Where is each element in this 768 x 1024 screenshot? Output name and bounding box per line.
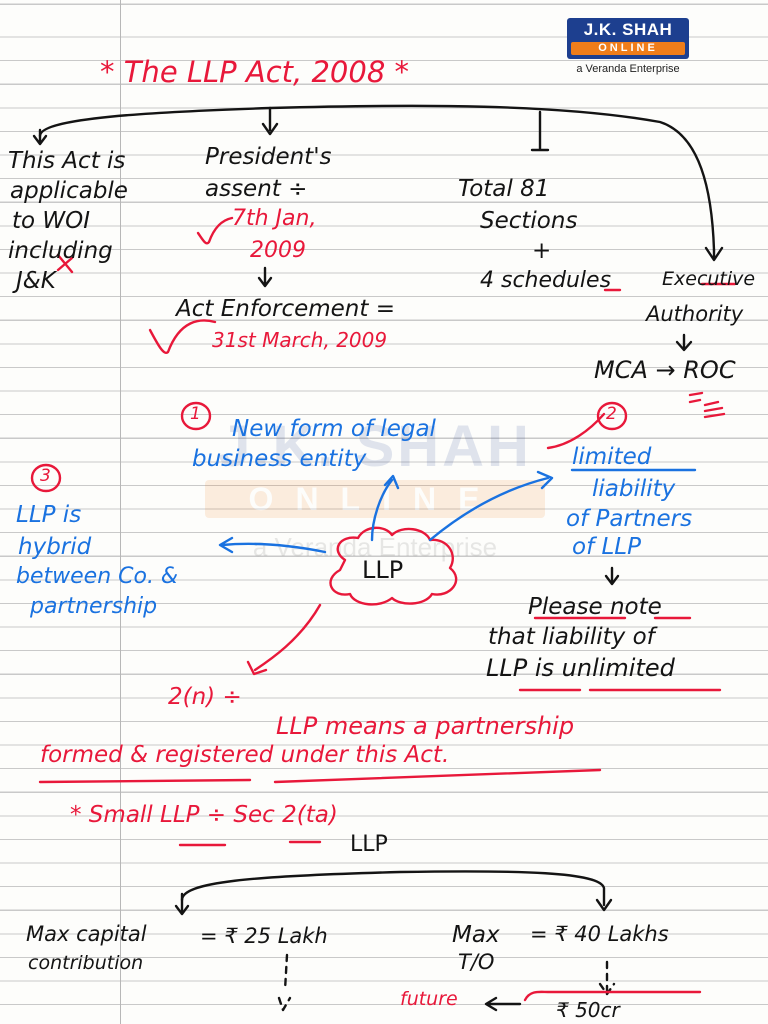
note-line-3: LLP is unlimited	[486, 654, 675, 682]
assent-date-1: 7th Jan,	[232, 206, 317, 231]
sections-line-4: 4 schedules	[480, 268, 612, 293]
small-llp-heading: * Small LLP ÷ Sec 2(ta)	[70, 802, 338, 828]
note-title: * The LLP Act, 2008 *	[100, 55, 410, 89]
enforcement-label: Act Enforcement =	[176, 296, 395, 322]
future-label: future	[400, 988, 458, 1010]
point-2-line-4: of LLP	[572, 534, 641, 560]
point-1-line-2: business entity	[192, 446, 367, 472]
logo-tagline: a Veranda Enterprise	[576, 63, 680, 76]
small-llp-sub: LLP	[350, 832, 388, 857]
definition-label: 2(n) ÷	[168, 684, 242, 710]
point-3-line-2: hybrid	[18, 534, 92, 560]
sections-line-2: Sections	[480, 208, 578, 234]
applicable-line-1: This Act is	[8, 148, 126, 174]
margin-line	[120, 0, 122, 1024]
point-3-line-4: partnership	[30, 594, 158, 619]
point-2-line-3: of Partners	[566, 506, 693, 532]
point-2-line-1: limited	[572, 444, 652, 470]
applicable-line-5: J&K	[16, 268, 56, 294]
point-2-number: 2	[606, 404, 617, 424]
assent-line-2: assent ÷	[205, 176, 308, 202]
note-line-2: that liability of	[488, 624, 655, 650]
max-to-line-1: Max	[452, 922, 500, 948]
llp-center: LLP	[362, 556, 404, 584]
sections-line-1: Total 81	[458, 176, 550, 202]
authority-line-2: Authority	[646, 302, 744, 326]
capital-value: = ₹ 25 Lakh	[200, 924, 328, 948]
enforcement-date: 31st March, 2009	[212, 328, 388, 352]
logo-bottom-text: ONLINE	[571, 41, 685, 56]
point-1-line-1: New form of legal	[232, 416, 436, 442]
jk-shah-logo: J.K. SHAH ONLINE a Veranda Enterprise	[567, 18, 689, 75]
future-value: ₹ 50cr	[556, 998, 620, 1022]
to-value: = ₹ 40 Lakhs	[530, 922, 669, 946]
max-capital-line-1: Max capital	[26, 922, 147, 946]
point-2-line-2: liability	[592, 476, 676, 502]
authority-line-1: Executive	[662, 268, 756, 290]
sections-plus: +	[532, 238, 552, 264]
note-line-1: Please note	[528, 594, 662, 620]
applicable-line-3: to WOI	[12, 208, 91, 234]
point-1-number: 1	[190, 404, 201, 424]
definition-line-2: formed & registered under this Act.	[40, 742, 450, 768]
point-3-line-1: LLP is	[16, 502, 82, 528]
point-3-number: 3	[40, 466, 51, 486]
assent-date-2: 2009	[250, 238, 306, 263]
max-capital-line-2: contribution	[28, 952, 144, 974]
applicable-line-4: including	[8, 238, 113, 264]
applicable-line-2: applicable	[10, 178, 128, 204]
max-to-line-2: T/O	[458, 950, 495, 974]
assent-line-1: President's	[205, 144, 332, 170]
logo-box: J.K. SHAH ONLINE	[567, 18, 689, 60]
definition-line-1: LLP means a partnership	[276, 712, 575, 740]
logo-top-text: J.K. SHAH	[583, 20, 673, 39]
mca-roc: MCA → ROC	[594, 356, 736, 384]
point-3-line-3: between Co. &	[16, 564, 179, 589]
